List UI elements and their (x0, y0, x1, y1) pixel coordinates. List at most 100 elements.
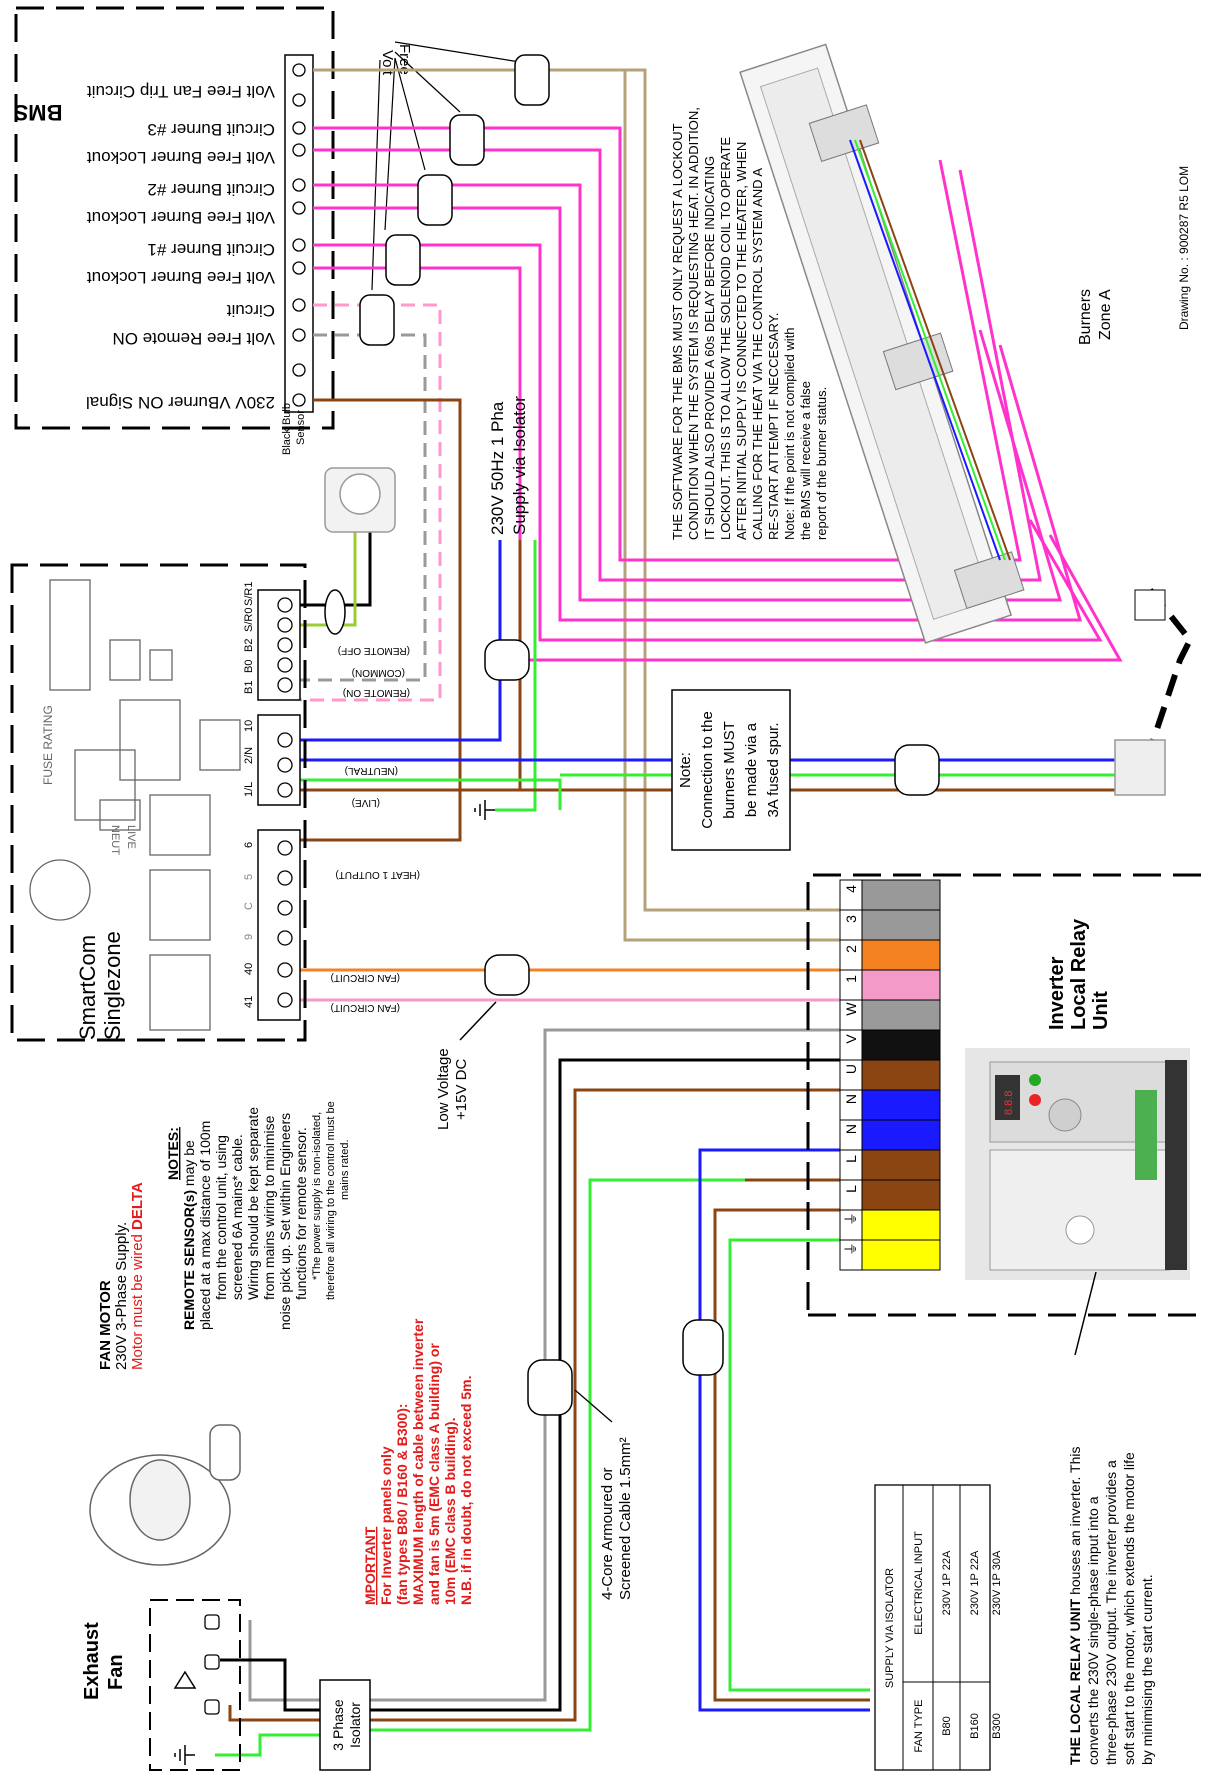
terminal-screw (292, 143, 306, 157)
terminal-screw (292, 178, 306, 192)
inverter-terminal: L (839, 1179, 941, 1211)
notes-line-7: noise pick up. Set within Engineers (277, 1113, 293, 1330)
notes-small-3: mains rated. (339, 1139, 351, 1200)
inverter-terminal-label: W (843, 1002, 859, 1016)
black-bulb-label-1: Black Bulb (281, 403, 293, 455)
bms-label-burner3-a: Volt Free Burner Lockout (87, 148, 275, 167)
supply-table-header-fan: FAN TYPE (913, 1700, 925, 1753)
software-note-10: report of the burner status. (814, 387, 829, 540)
fan-motor-title: FAN MOTOR (97, 1280, 114, 1370)
supply-table-b160-input: 230V 1P 22A (969, 1550, 981, 1615)
inverter-photo: 8.8.8 (965, 1048, 1190, 1280)
smartcom-wire-labels: (REMOTE ON) (COMMON) (REMOTE OFF) (NEUTR… (331, 645, 420, 1013)
terminal-screw (292, 93, 306, 107)
fan-motor-warning: Motor must be wired DELTA (129, 1182, 146, 1370)
software-note-8: Note: If the point is not complied with (782, 328, 797, 540)
terminal-screw (277, 900, 293, 916)
label-neutral: (NEUTRAL) (345, 765, 398, 776)
bms-row-labels: Volt Free Fan Trip Circuit Volt Free Bur… (86, 82, 275, 412)
bms-label-burner-on: 230V VBurner ON Signal (86, 393, 275, 412)
terminal-screw (292, 328, 306, 342)
term-9: 9 (243, 934, 255, 940)
label-common: (COMMON) (352, 667, 405, 678)
supply-table: SUPPLY VIA ISOLATOR FAN TYPE ELECTRICAL … (874, 1484, 1003, 1771)
inverter-terminal: N (839, 1119, 941, 1151)
software-note-3: IT SHOULD ALSO PROVIDE A 60s DELAY BEFOR… (702, 156, 717, 540)
note-line-4: be made via a (743, 722, 760, 817)
software-note-6: CALLING FOR THE HEAT VIA THE CONTROL SYS… (750, 168, 765, 540)
inverter-display: 8.8.8 (1003, 1091, 1015, 1115)
terminal-screw (292, 201, 306, 215)
inverter-terminal-label: 1 (843, 975, 859, 983)
smartcom-panel: FUSE RATING NEUT LIVE B1 B0 B2 S/R0 S/R1… (10, 563, 420, 1042)
terminal-screw (292, 393, 306, 407)
inverter-terminal-label: ⏚ (843, 1242, 859, 1256)
inverter-terminal-label: 2 (843, 945, 859, 953)
supply-label-2: Supply via Isolator (510, 396, 529, 535)
terminal-screw (277, 930, 293, 946)
notes-title: NOTES: (165, 1127, 181, 1180)
terminal-screw (277, 732, 293, 748)
smartcom-title-2: Singlezone (100, 931, 125, 1040)
inverter-terminal: L (839, 1149, 941, 1181)
inverter-terminal-label: N (843, 1094, 859, 1104)
bms-title: BMS (14, 100, 63, 125)
bms-panel: BMS Volt Free Fan Trip Circuit Volt Free… (14, 6, 413, 430)
warning-triangle-icon (173, 1670, 197, 1689)
burners-zone-a: Burners Zone A (739, 43, 1194, 796)
notes-line-1: REMOTE SENSOR(s) may be (181, 1140, 197, 1330)
inverter-terminal: V (839, 1029, 941, 1061)
term-sr1: S/R1 (243, 582, 255, 606)
label-live: (LIVE) (352, 797, 380, 808)
notes-small-1: *The power supply is non-isolated, (311, 1112, 323, 1280)
note-line-2: Connection to the (699, 711, 716, 829)
terminal-screw (277, 782, 293, 798)
inverter-terminal-label: N (843, 1124, 859, 1134)
inverter-terminal-label: U (843, 1064, 859, 1074)
term-5: 5 (243, 874, 255, 880)
burners-label-2: Zone A (1097, 289, 1114, 340)
three-phase-isolator: 3 Phase Isolator (319, 1679, 371, 1771)
local-relay-line-3: three-phase 230V output. The inverter pr… (1103, 1460, 1119, 1765)
cable-sleeves (324, 54, 940, 1416)
bms-label-burner3-b: Circuit Burner #3 (147, 120, 275, 139)
term-b1: B1 (243, 681, 255, 694)
black-bulb-sensor: Black Bulb Sensor (281, 403, 396, 533)
local-relay-line-1: THE LOCAL RELAY UNIT houses an inverter.… (1067, 1447, 1083, 1765)
terminal-screw (292, 121, 306, 135)
label-heat1: (HEAT 1 OUTPUT) (335, 869, 420, 880)
notes-line-2: placed at a max distance of 100m (197, 1121, 213, 1330)
earth-icon (474, 800, 495, 820)
exhaust-fan-title-1: Exhaust (81, 1622, 103, 1700)
exhaust-fan-title-2: Fan (105, 1654, 127, 1690)
notes-block: FAN MOTOR 230V 3-Phase Supply. Motor mus… (97, 1101, 351, 1370)
low-voltage-arrow (459, 1001, 497, 1041)
term-2n: 2/N (243, 747, 255, 764)
cable-label-1: 4-Core Armoured or (599, 1467, 616, 1600)
important-line-4: and fan is 5m (EMC class A building) or (426, 1343, 442, 1605)
inverter-terminal: W (839, 999, 941, 1031)
volt-free-arrows (371, 41, 521, 291)
inverter-terminal: 3 (839, 909, 941, 941)
inverter-terminal: 2 (839, 939, 941, 971)
software-note-4: LOCKOUT. THIS IS TO ALLOW THE SOLENOID C… (718, 137, 733, 540)
bms-label-remote-on-a: Volt Free Remote ON (112, 329, 275, 348)
bms-label-burner2-b: Circuit Burner #2 (147, 180, 275, 199)
cable-label-2: Screened Cable 1.5mm² (617, 1437, 634, 1600)
notes-line-6: from mains wiring to minimise (261, 1115, 277, 1300)
notes-small-2: therefore all wiring to the control must… (325, 1101, 337, 1300)
bms-label-burner2-a: Volt Free Burner Lockout (87, 208, 275, 227)
notes-line-4: screened 6A mains* cable. (229, 1134, 245, 1300)
terminal-screw (292, 261, 306, 275)
bms-label-fan-trip: Volt Free Fan Trip Circuit (87, 82, 275, 101)
notes-line-8: functions for remote sensor. (293, 1127, 309, 1300)
bms-label-remote-on-b: Circuit (227, 301, 275, 320)
important-line-3: MAXIMUM length of cable between inverter (410, 1318, 426, 1605)
exhaust-fan: Exhaust Fan (81, 1424, 241, 1771)
inverter-terminal-label: 3 (843, 915, 859, 923)
term-6: 6 (243, 842, 255, 848)
inverter-terminal: ⏚ (839, 1239, 941, 1271)
term-b2: B2 (243, 639, 255, 652)
